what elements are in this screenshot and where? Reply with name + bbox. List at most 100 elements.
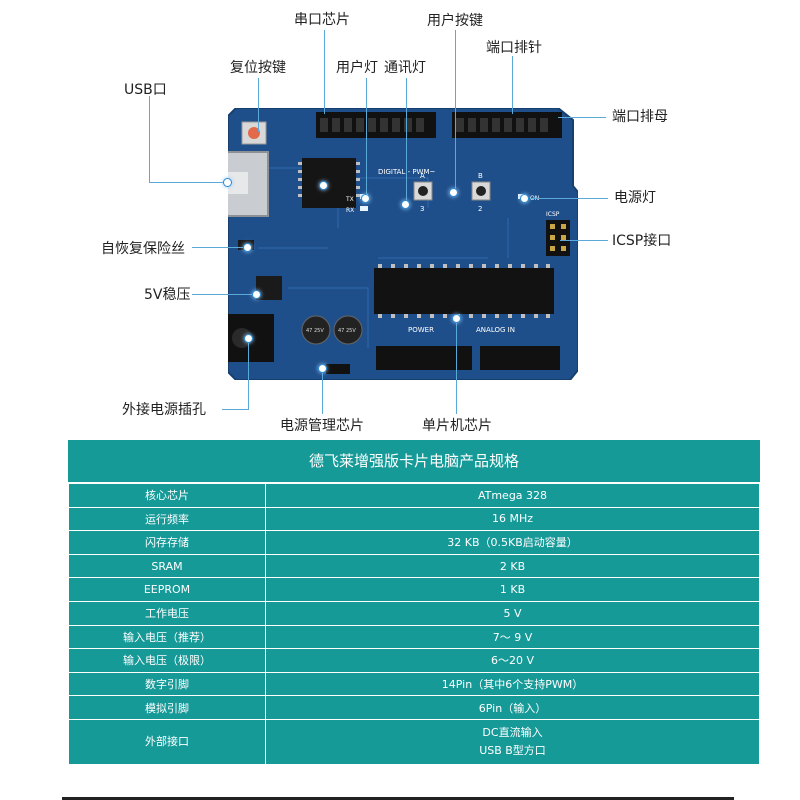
pcb bbox=[228, 108, 578, 380]
spec-key: 工作电压 bbox=[68, 600, 266, 626]
marker-dot bbox=[252, 290, 261, 299]
serial-chip-label: 串口芯片 bbox=[294, 12, 350, 28]
marker-dot bbox=[401, 200, 410, 209]
spec-table-title: 德飞莱增强版卡片电脑产品规格 bbox=[68, 440, 760, 483]
fuse-label: 自恢复保险丝 bbox=[101, 241, 185, 257]
spec-key: 数字引脚 bbox=[68, 671, 266, 697]
callout-line bbox=[324, 30, 325, 114]
marker-dot bbox=[520, 194, 529, 203]
svg-text:ANALOG IN: ANALOG IN bbox=[476, 326, 515, 334]
marker-dot bbox=[223, 178, 232, 187]
table-row: SRAM 2 KB bbox=[68, 553, 760, 579]
power-chip bbox=[326, 364, 350, 374]
serial-chip bbox=[302, 158, 356, 208]
mcu-chip bbox=[374, 268, 554, 314]
callout-line bbox=[192, 294, 256, 295]
callout-line bbox=[512, 56, 513, 114]
callout-line bbox=[456, 318, 457, 414]
power-led-label: 电源灯 bbox=[614, 190, 656, 206]
bottom-header-right bbox=[480, 346, 560, 370]
svg-text:2: 2 bbox=[478, 205, 482, 213]
spec-value: 1 KB bbox=[265, 577, 760, 602]
marker-dot bbox=[243, 243, 252, 252]
spec-key: SRAM bbox=[68, 553, 266, 579]
port-header-female-label: 端口排母 bbox=[612, 109, 668, 125]
mcu-chip-label: 单片机芯片 bbox=[422, 418, 492, 434]
callout-line bbox=[149, 182, 229, 183]
spec-table: 德飞莱增强版卡片电脑产品规格 核心芯片 ATmega 328 运行频率 16 M… bbox=[68, 440, 760, 765]
arduino-board-illustration: DIGITAL - PWM~ TX RX A B 3 2 ON ICSP bbox=[228, 108, 578, 380]
spec-key: EEPROM bbox=[68, 577, 266, 602]
comm-led bbox=[360, 206, 368, 211]
table-row: 工作电压 5 V bbox=[68, 600, 760, 626]
table-row: 输入电压（极限） 6～20 V bbox=[68, 648, 760, 673]
svg-text:POWER: POWER bbox=[408, 326, 434, 334]
spec-value: ATmega 328 bbox=[265, 483, 760, 508]
table-row: 运行频率 16 MHz bbox=[68, 506, 760, 532]
callout-line bbox=[222, 409, 248, 410]
spec-key: 运行频率 bbox=[68, 506, 266, 532]
capacitor-2 bbox=[333, 315, 363, 345]
table-row: 核心芯片 ATmega 328 bbox=[68, 483, 760, 508]
table-row: 外部接口 DC直流输入 USB B型方口 bbox=[68, 718, 760, 765]
spec-value: 5 V bbox=[265, 600, 760, 626]
callout-line bbox=[322, 368, 323, 414]
icsp-port-label: ICSP接口 bbox=[612, 233, 672, 249]
spec-key: 模拟引脚 bbox=[68, 695, 266, 720]
table-row: 输入电压（推荐） 7～ 9 V bbox=[68, 624, 760, 650]
comm-led-label: 通讯灯 bbox=[384, 60, 426, 76]
spec-key: 闪存存储 bbox=[68, 530, 266, 555]
regulator-label: 5V稳压 bbox=[144, 287, 191, 303]
callout-line bbox=[149, 96, 150, 182]
spec-key: 输入电压（推荐） bbox=[68, 624, 266, 650]
callout-line bbox=[366, 78, 367, 196]
spec-value: 6～20 V bbox=[265, 648, 760, 673]
svg-text:A: A bbox=[420, 172, 425, 180]
callout-line bbox=[560, 240, 608, 241]
usb-port-label: USB口 bbox=[124, 82, 167, 98]
spec-value-line: DC直流输入 bbox=[482, 725, 543, 739]
spec-key: 外部接口 bbox=[68, 718, 266, 765]
bottom-divider bbox=[62, 797, 734, 800]
user-button-label: 用户按键 bbox=[427, 13, 483, 29]
power-chip-label: 电源管理芯片 bbox=[280, 418, 364, 434]
spec-value-line: USB B型方口 bbox=[479, 743, 546, 757]
callout-line bbox=[455, 30, 456, 190]
marker-dot bbox=[244, 334, 253, 343]
ext-power-jack-label: 外接电源插孔 bbox=[122, 402, 206, 418]
callout-line bbox=[558, 117, 606, 118]
callout-line bbox=[530, 198, 608, 199]
callout-line bbox=[248, 340, 249, 410]
table-row: 模拟引脚 6Pin（输入） bbox=[68, 695, 760, 720]
spec-value: DC直流输入 USB B型方口 bbox=[265, 718, 760, 765]
marker-dot bbox=[361, 194, 370, 203]
reset-button-label: 复位按键 bbox=[230, 60, 286, 76]
spec-key: 输入电压（极限） bbox=[68, 648, 266, 673]
callout-line bbox=[258, 78, 259, 132]
svg-text:47 25V: 47 25V bbox=[338, 328, 356, 334]
marker-dot bbox=[449, 188, 458, 197]
svg-text:B: B bbox=[478, 172, 483, 180]
spec-value: 6Pin（输入） bbox=[265, 695, 760, 720]
icsp-header bbox=[546, 220, 570, 256]
spec-value: 16 MHz bbox=[265, 506, 760, 532]
svg-text:3: 3 bbox=[420, 205, 424, 213]
svg-text:TX: TX bbox=[345, 196, 354, 203]
marker-dot bbox=[452, 314, 461, 323]
table-row: 闪存存储 32 KB（0.5KB启动容量） bbox=[68, 530, 760, 555]
svg-text:ICSP: ICSP bbox=[546, 211, 560, 218]
table-row: 数字引脚 14Pin（其中6个支持PWM） bbox=[68, 671, 760, 697]
user-led-label: 用户灯 bbox=[336, 60, 378, 76]
port-header-pins-label: 端口排针 bbox=[486, 40, 542, 56]
spec-value: 32 KB（0.5KB启动容量） bbox=[265, 530, 760, 555]
spec-key: 核心芯片 bbox=[68, 483, 266, 508]
bottom-header-left bbox=[376, 346, 472, 370]
callout-line bbox=[406, 78, 407, 202]
marker-dot bbox=[318, 364, 327, 373]
capacitor-1 bbox=[301, 315, 331, 345]
marker-dot bbox=[319, 181, 328, 190]
spec-value: 14Pin（其中6个支持PWM） bbox=[265, 671, 760, 697]
svg-text:47 25V: 47 25V bbox=[306, 328, 324, 334]
svg-text:RX: RX bbox=[346, 207, 354, 214]
spec-value: 7～ 9 V bbox=[265, 624, 760, 650]
